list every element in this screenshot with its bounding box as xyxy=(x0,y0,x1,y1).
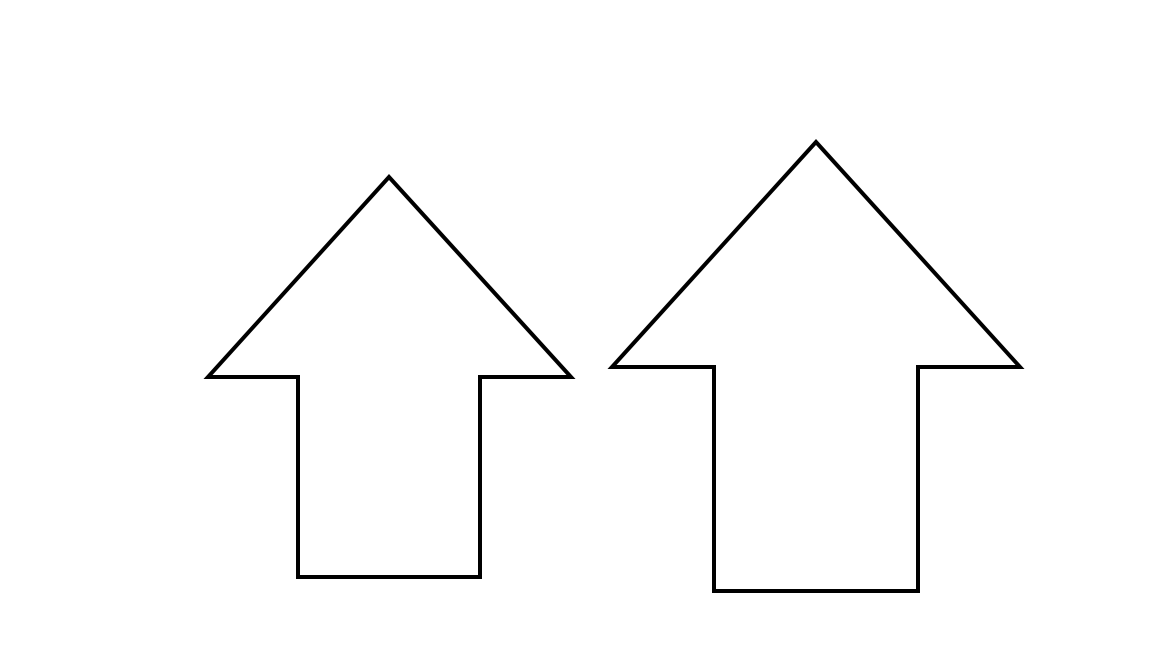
large-up-arrow xyxy=(607,139,1025,593)
large-up-arrow-icon xyxy=(607,139,1025,593)
small-up-arrow xyxy=(203,174,576,579)
small-up-arrow-icon xyxy=(203,174,576,579)
